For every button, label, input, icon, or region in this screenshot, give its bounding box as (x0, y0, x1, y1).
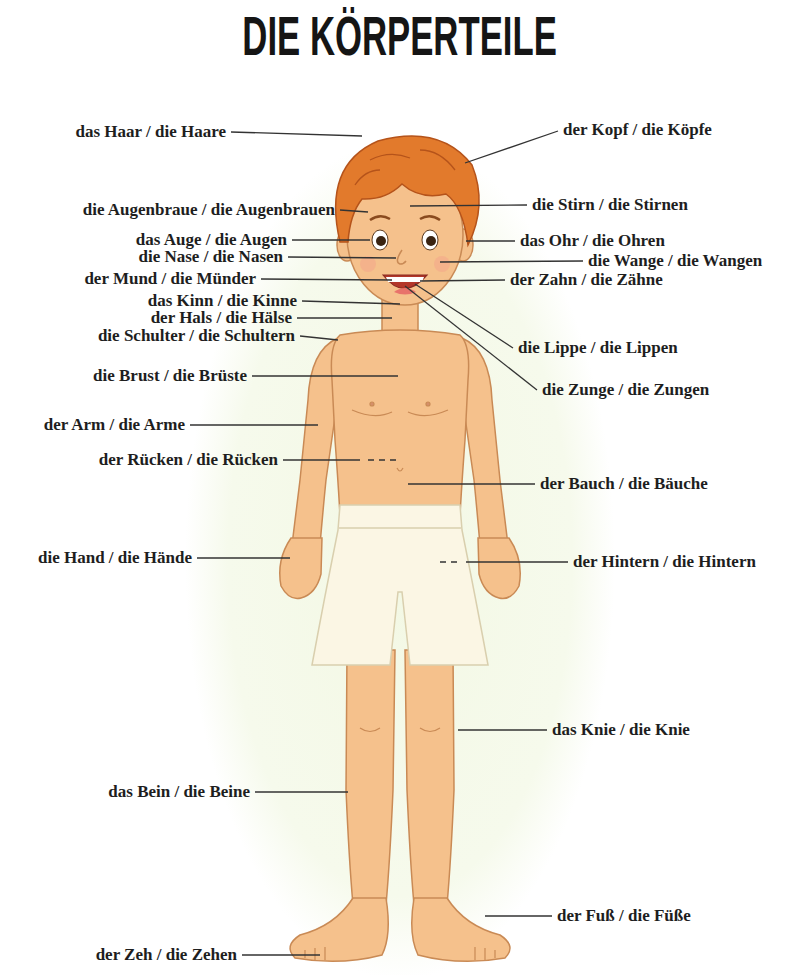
chest-line (352, 410, 392, 416)
part-label: der Mund / die Münder (84, 270, 256, 287)
hair (336, 136, 479, 245)
eye (422, 230, 438, 250)
leader-line (302, 301, 400, 304)
leader-line (231, 132, 362, 136)
leader-line (300, 336, 338, 340)
part-label: der Zahn / die Zähne (510, 271, 663, 288)
eye (372, 230, 388, 250)
eyebrow (370, 216, 390, 220)
part-label: der Kopf / die Köpfe (563, 121, 712, 138)
leader-line (466, 240, 515, 241)
part-label: die Augenbraue / die Augenbrauen (83, 201, 335, 218)
eyebrow (420, 216, 440, 220)
left-leg (346, 650, 395, 905)
toe-lines (475, 947, 495, 960)
hair-strands (355, 150, 455, 185)
right-leg (405, 650, 454, 905)
part-label: das Knie / die Knie (552, 721, 690, 738)
part-label: der Fuß / die Füße (557, 907, 691, 924)
part-label: das Bein / die Beine (108, 783, 250, 800)
leader-line (261, 279, 392, 280)
navel (397, 468, 403, 471)
leader-line (405, 286, 537, 390)
pupil (426, 236, 436, 246)
pupil (376, 236, 386, 246)
leader-line (283, 459, 360, 460)
chest-line (408, 410, 448, 416)
part-label: das Auge / die Augen (136, 231, 287, 248)
leader-line (340, 210, 368, 212)
shorts (312, 505, 488, 665)
leader-line (440, 261, 583, 262)
diagram-title: DIE KÖRPERTEILE (243, 6, 557, 66)
leader-line (466, 561, 568, 562)
part-label: der Hals / die Hälse (151, 309, 292, 326)
part-label: das Kinn / die Kinne (148, 292, 297, 309)
legs (290, 650, 510, 961)
part-label: der Zeh / die Zehen (96, 946, 237, 963)
part-label: der Arm / die Arme (44, 416, 185, 433)
part-label: die Hand / die Hände (38, 549, 192, 566)
part-label: die Stirn / die Stirnen (532, 196, 688, 213)
leader-line (288, 257, 396, 258)
torso (331, 330, 468, 515)
knee-line (420, 728, 440, 732)
leader-line (415, 284, 513, 348)
leader-line (252, 375, 398, 376)
right-hand (478, 538, 520, 599)
leader-line (190, 424, 318, 425)
left-hand (280, 538, 322, 599)
part-label: die Wange / die Wangen (588, 252, 762, 269)
part-label: die Nase / die Nasen (139, 248, 284, 265)
part-label: der Hintern / die Hintern (573, 553, 756, 570)
eyes (370, 216, 440, 250)
leader-line (292, 239, 370, 240)
part-label: das Haar / die Haare (76, 123, 227, 140)
nipple (370, 402, 374, 406)
waistband (339, 527, 461, 529)
leader-line (458, 729, 547, 730)
leader-line (420, 280, 505, 281)
nose (397, 250, 406, 264)
torso-details (352, 402, 448, 471)
leader-line (408, 483, 535, 484)
leg-details (305, 728, 495, 960)
part-label: die Lippe / die Lippen (518, 339, 678, 356)
leader-line (485, 915, 552, 916)
leader-line (465, 131, 558, 163)
part-label: der Rücken / die Rücken (99, 451, 278, 468)
nipple (426, 402, 430, 406)
cheek (434, 256, 450, 272)
dashed-leader-line (368, 459, 400, 460)
part-label: die Schulter / die Schultern (98, 327, 295, 344)
dashed-leader-line (440, 561, 460, 562)
right-foot (412, 898, 510, 961)
title-wrap: DIE KÖRPERTEILE (0, 6, 800, 66)
leader-line (410, 205, 527, 206)
part-label: die Brust / die Brüste (93, 367, 247, 384)
part-label: das Ohr / die Ohren (520, 232, 665, 249)
leader-line (255, 791, 348, 792)
leader-line (197, 557, 290, 558)
background-glow (185, 140, 615, 975)
leader-line (297, 317, 392, 318)
part-label: die Zunge / die Zungen (542, 381, 709, 398)
leader-line (242, 954, 320, 955)
knee-line (360, 728, 380, 732)
left-foot (290, 898, 388, 961)
toe-lines (305, 947, 325, 960)
part-label: der Bauch / die Bäuche (540, 475, 708, 492)
